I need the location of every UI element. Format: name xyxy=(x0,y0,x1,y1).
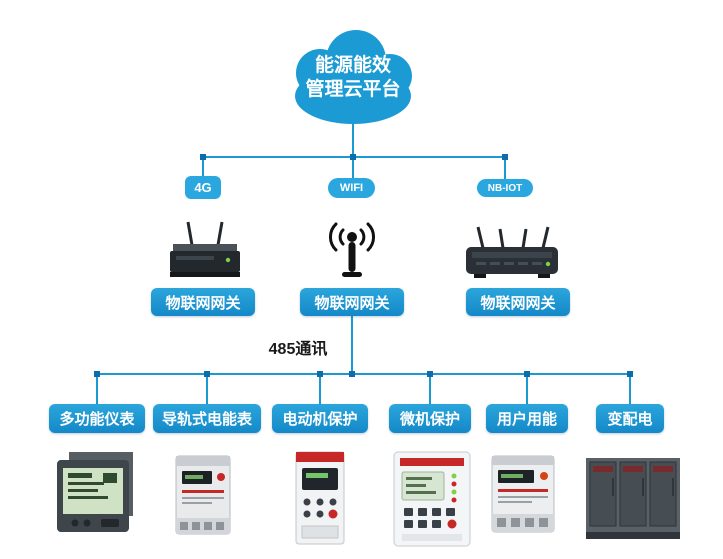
motor-protection-image xyxy=(292,448,348,553)
device-button-multifunction-meter: 多功能仪表 xyxy=(49,404,145,433)
gateway-button-wifi: 物联网网关 xyxy=(300,288,404,316)
badge-nbiot: NB-IOT xyxy=(477,179,533,197)
multifunction-meter-image xyxy=(53,448,141,548)
gateway-nbiot-router-image xyxy=(460,224,564,289)
badge-4g: 4G xyxy=(185,176,221,199)
gateway-wifi-antenna-icon xyxy=(324,220,380,285)
device-button-power-distribution: 变配电 xyxy=(596,404,664,433)
bus-485-label: 485通讯 xyxy=(268,341,328,358)
cloud-title-line1: 能源能效 xyxy=(314,55,391,76)
device-button-user-energy: 用户用能 xyxy=(486,404,568,433)
cloud-icon xyxy=(295,30,412,124)
device-button-din-rail-meter: 导轨式电能表 xyxy=(153,404,261,433)
din-rail-meter-image xyxy=(168,452,238,545)
micro-protection-image xyxy=(392,448,472,553)
cloud-title: 能源能效 管理云平台 xyxy=(278,54,428,102)
badge-wifi: WIFI xyxy=(328,178,375,198)
gateway-button-4g: 物联网网关 xyxy=(151,288,255,316)
gateway-button-nbiot: 物联网网关 xyxy=(466,288,570,316)
cloud-platform: 能源能效 管理云平台 xyxy=(278,28,428,128)
device-button-micro-protection: 微机保护 xyxy=(389,404,471,433)
power-distribution-cabinet-image xyxy=(584,452,682,549)
cloud-title-line2: 管理云平台 xyxy=(305,79,401,100)
user-energy-meter-image xyxy=(486,452,562,545)
device-button-motor-protection: 电动机保护 xyxy=(272,404,368,433)
gateway-4g-router-image xyxy=(164,220,246,289)
